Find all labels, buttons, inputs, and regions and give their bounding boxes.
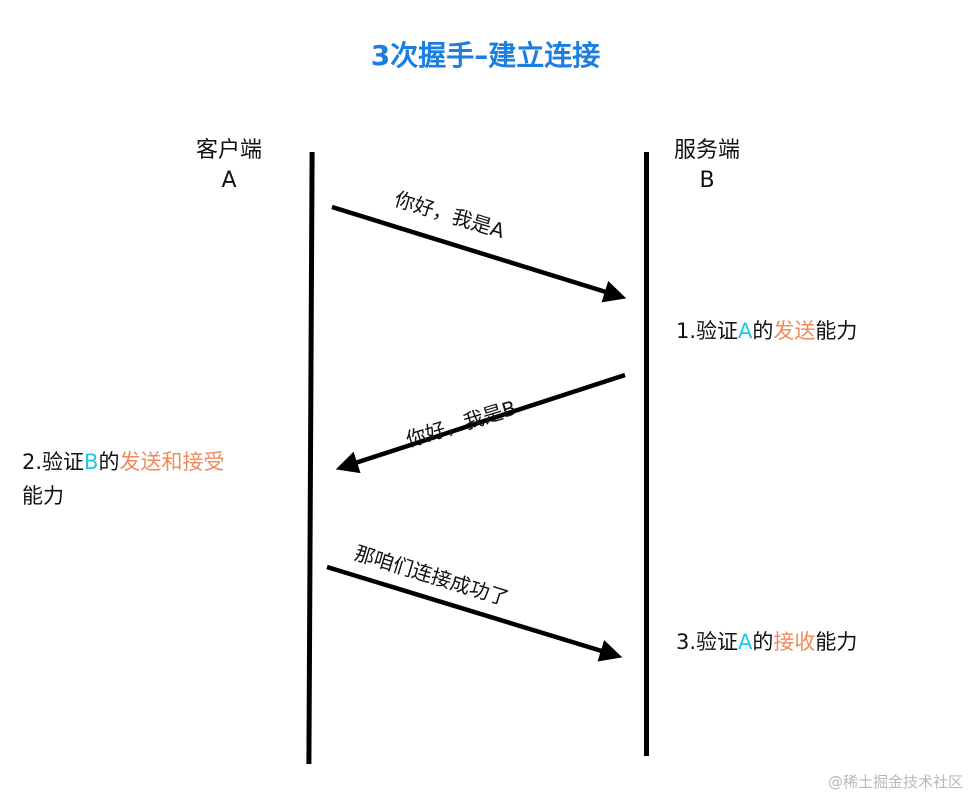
server-label: 服务端 B [674,136,740,196]
verification-1-entity: A [738,319,753,343]
server-id: B [699,168,715,193]
verification-1-prefix: 1.验证 [676,319,739,343]
verification-1: 1.验证A的发送能力 [676,314,857,348]
verification-2-prefix: 2.验证 [22,450,85,474]
verification-2: 2.验证B的发送和接受 能力 [22,445,224,513]
verification-3-highlight: 接收 [773,630,816,654]
verification-3: 3.验证A的接收能力 [676,625,857,659]
server-lifeline [644,152,649,756]
arrow-1 [331,204,627,303]
client-name: 客户端 [196,138,263,163]
verification-2-mid: 的 [98,450,120,474]
verification-2-line2: 能力 [22,484,64,508]
verification-3-suffix: 能力 [815,630,858,654]
verification-2-highlight: 发送和接受 [119,450,225,474]
verification-2-entity: B [84,450,99,474]
verification-3-entity: A [738,630,753,654]
server-name: 服务端 [674,138,741,163]
client-id: A [221,168,237,193]
arrow-3 [326,564,623,662]
client-label: 客户端 A [196,136,262,196]
verification-3-mid: 的 [752,630,774,654]
verification-3-prefix: 3.验证 [676,630,739,654]
verification-1-mid: 的 [752,319,774,343]
diagram-title: 3次握手–建立连接 [370,39,601,72]
arrow-2 [335,372,626,474]
watermark: @稀土掘金技术社区 [827,773,963,791]
verification-1-highlight: 发送 [773,319,816,343]
verification-1-suffix: 能力 [815,319,858,343]
